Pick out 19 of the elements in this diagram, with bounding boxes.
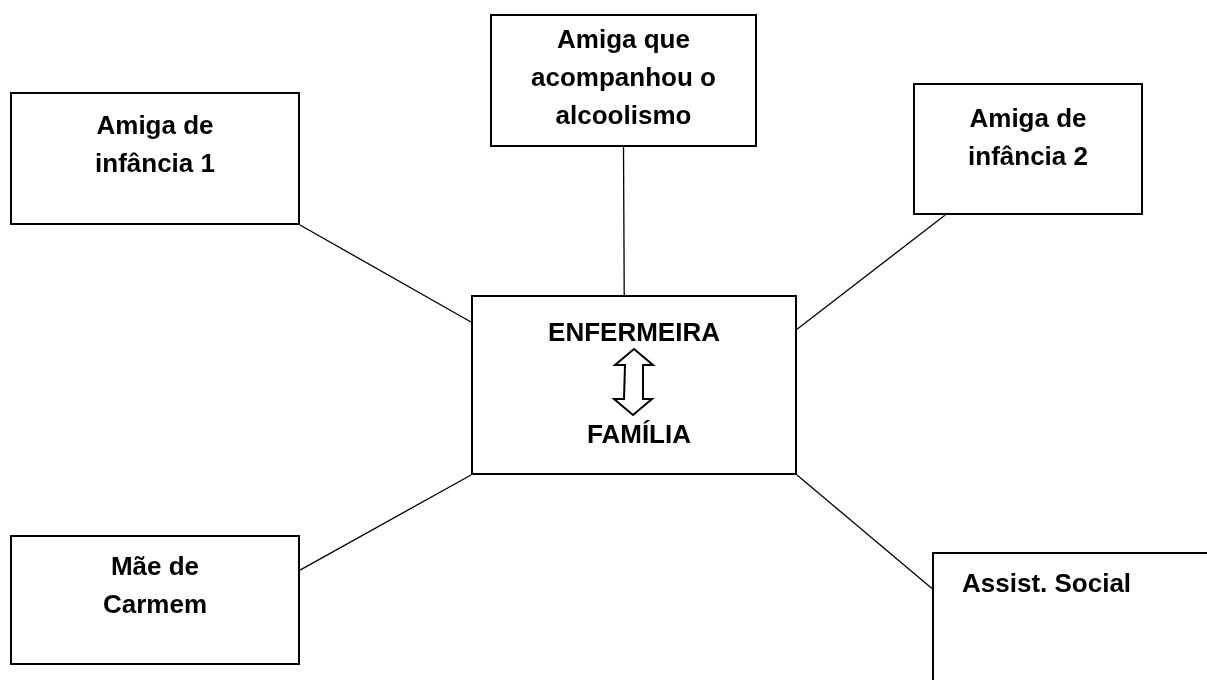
central-box [471, 295, 797, 475]
connector-line [299, 224, 472, 323]
node-label: Amiga de infância 1 [94, 109, 216, 180]
node-label: Assist. Social [961, 567, 1133, 600]
person-box [490, 14, 757, 147]
person-box [10, 92, 300, 225]
person-box [913, 83, 1143, 215]
central-label: FAMÍLIA [489, 415, 789, 451]
connector-line [796, 474, 933, 590]
node-label: Amiga que acompanhou o alcoolismo [530, 23, 717, 132]
person-box [10, 535, 300, 665]
connector-line [622, 146, 625, 296]
person-box [932, 552, 1207, 680]
node-label: Mãe de Carmem [101, 550, 209, 621]
node-label: Amiga de infância 2 [967, 102, 1089, 173]
central-label: ENFERMEIRA [473, 313, 795, 349]
double-arrow [611, 347, 656, 417]
connector-line [796, 214, 946, 330]
connector-line [299, 474, 472, 571]
